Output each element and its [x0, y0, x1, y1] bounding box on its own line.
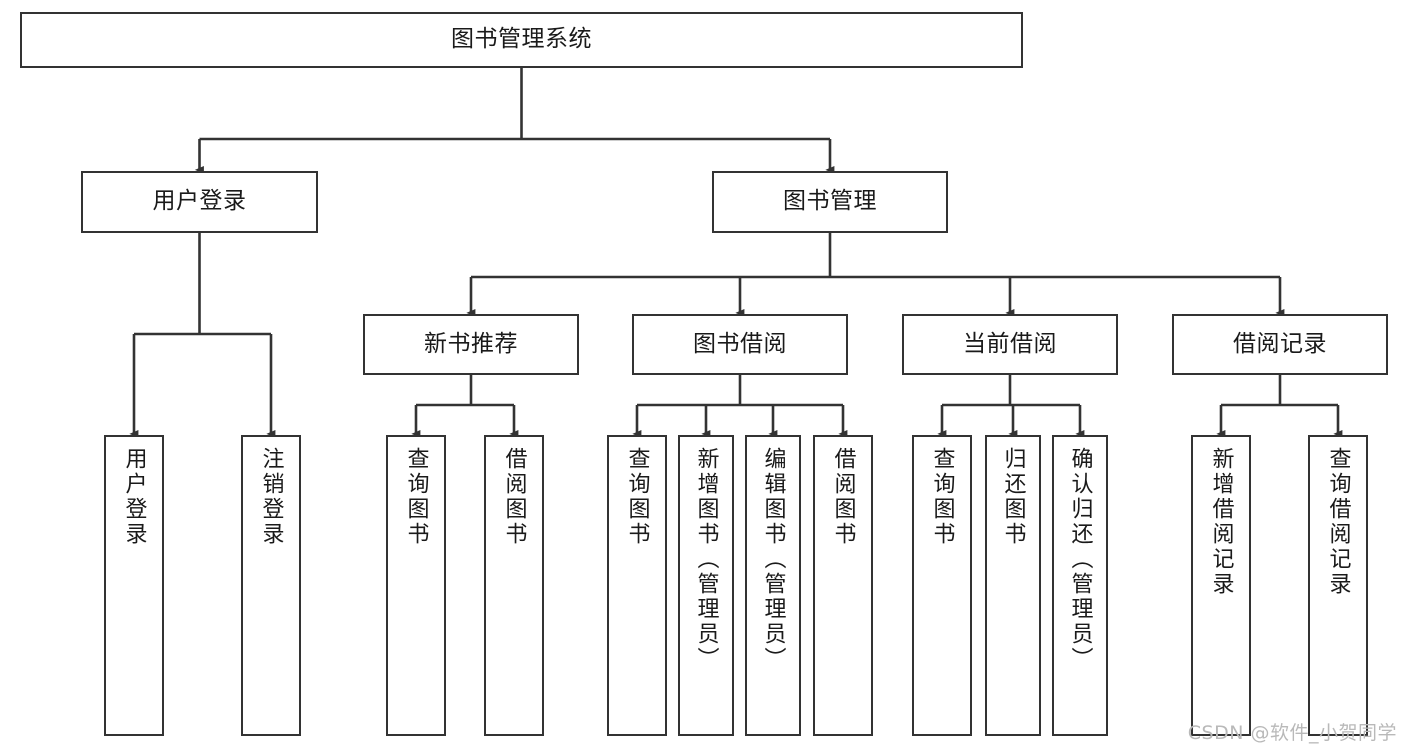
node-label-leaf-borrow-query: 查询图书	[624, 447, 650, 547]
node-label-leaf-user-logout: 注销登录	[258, 447, 284, 547]
node-label-leaf-current-return: 归还图书	[1000, 447, 1026, 547]
node-leaf-records-add[interactable]: 新增借阅记录	[1191, 435, 1251, 736]
node-bookmgmt[interactable]: 图书管理	[712, 171, 948, 233]
node-leaf-records-query[interactable]: 查询借阅记录	[1308, 435, 1368, 736]
node-borrow[interactable]: 图书借阅	[632, 314, 848, 375]
node-label-leaf-user-login: 用户登录	[121, 447, 147, 547]
node-leaf-current-return[interactable]: 归还图书	[985, 435, 1041, 736]
node-label-login: 用户登录	[152, 188, 247, 215]
node-label-leaf-borrow-add: 新增图书（管理员）	[693, 447, 719, 672]
node-leaf-current-confirm[interactable]: 确认归还（管理员）	[1052, 435, 1108, 736]
node-leaf-newbook-borrow[interactable]: 借阅图书	[484, 435, 544, 736]
csdn-watermark: CSDN @软件_小贺同学	[1187, 722, 1397, 744]
node-records[interactable]: 借阅记录	[1172, 314, 1388, 375]
node-newbook[interactable]: 新书推荐	[363, 314, 579, 375]
node-label-leaf-borrow-lend: 借阅图书	[830, 447, 856, 547]
node-label-leaf-current-confirm: 确认归还（管理员）	[1067, 447, 1093, 672]
node-leaf-user-logout[interactable]: 注销登录	[241, 435, 301, 736]
node-label-borrow: 图书借阅	[693, 330, 787, 357]
node-label-root: 图书管理系统	[451, 26, 592, 53]
node-leaf-borrow-add[interactable]: 新增图书（管理员）	[678, 435, 734, 736]
node-label-leaf-current-query: 查询图书	[929, 447, 955, 547]
node-label-leaf-records-add: 新增借阅记录	[1208, 447, 1234, 597]
node-label-newbook: 新书推荐	[424, 330, 518, 357]
node-leaf-borrow-edit[interactable]: 编辑图书（管理员）	[745, 435, 801, 736]
node-label-leaf-records-query: 查询借阅记录	[1325, 447, 1351, 597]
node-label-leaf-newbook-borrow: 借阅图书	[501, 447, 527, 547]
node-label-bookmgmt: 图书管理	[783, 188, 877, 215]
node-root[interactable]: 图书管理系统	[20, 12, 1023, 68]
node-leaf-borrow-lend[interactable]: 借阅图书	[813, 435, 873, 736]
node-login[interactable]: 用户登录	[81, 171, 318, 233]
node-current[interactable]: 当前借阅	[902, 314, 1118, 375]
node-label-current: 当前借阅	[963, 330, 1057, 357]
node-label-records: 借阅记录	[1233, 330, 1327, 357]
node-label-leaf-newbook-query: 查询图书	[403, 447, 429, 547]
node-label-leaf-borrow-edit: 编辑图书（管理员）	[760, 447, 786, 672]
node-leaf-current-query[interactable]: 查询图书	[912, 435, 972, 736]
node-leaf-user-login[interactable]: 用户登录	[104, 435, 164, 736]
node-leaf-newbook-query[interactable]: 查询图书	[386, 435, 446, 736]
node-leaf-borrow-query[interactable]: 查询图书	[607, 435, 667, 736]
